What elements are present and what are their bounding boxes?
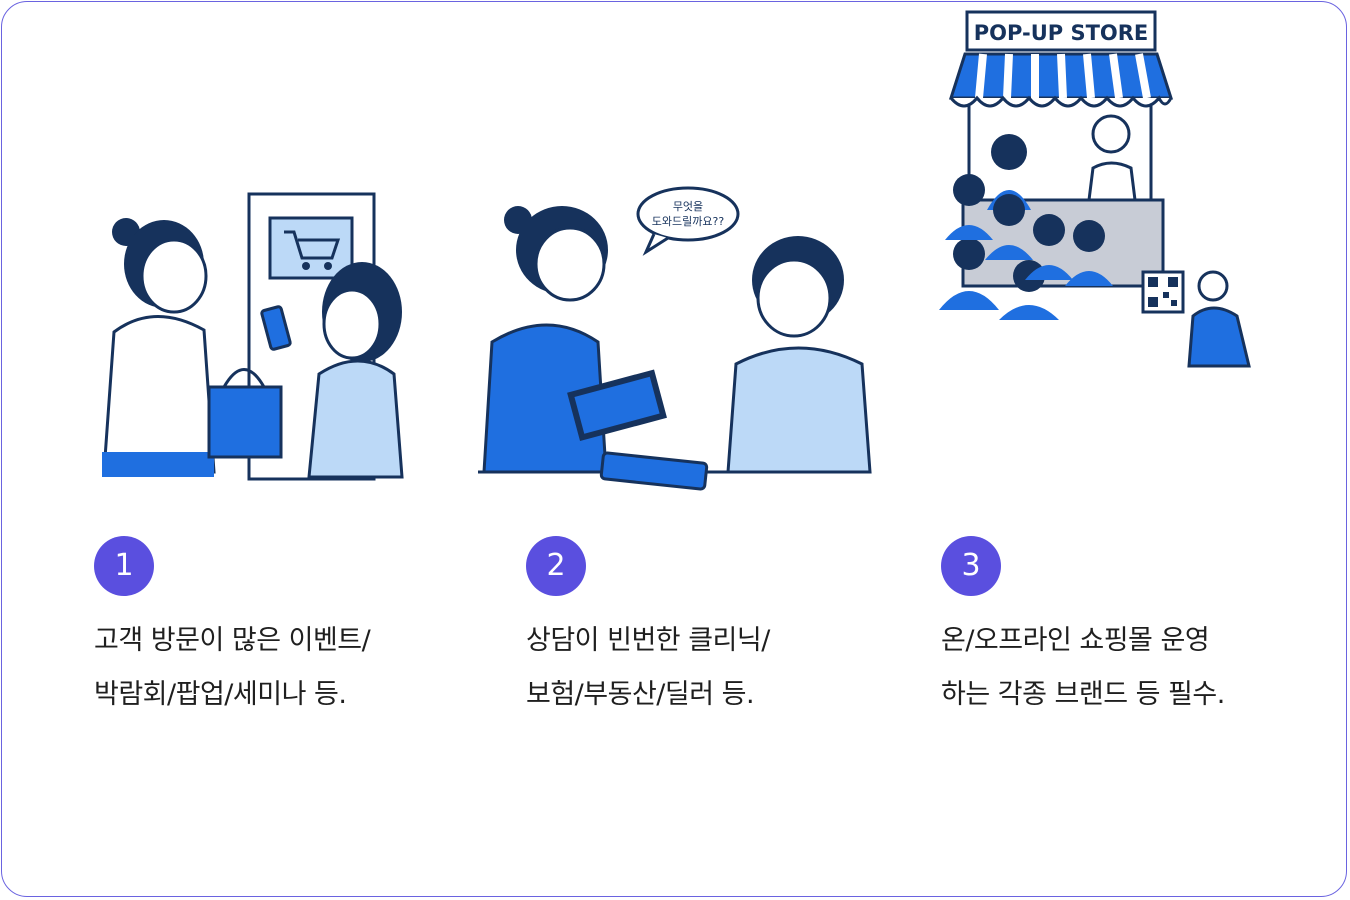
step-description: 온/오프라인 쇼핑몰 운영 하는 각종 브랜드 등 필수.	[941, 614, 1225, 722]
step-description-line: 온/오프라인 쇼핑몰 운영	[941, 625, 1210, 656]
step-description-line: 박람회/팝업/세미나 등.	[94, 679, 347, 710]
speech-bubble-text: 무엇을	[673, 200, 703, 213]
step-description-line: 상담이 빈번한 클리닉/	[526, 625, 770, 656]
step-number-badge: 3	[941, 536, 1001, 596]
use-case-2: 무엇을 도와드릴까요?? 2 상담이 빈번한 클리닉/ 보험/부동산/딜러 등.	[478, 2, 926, 898]
use-case-1: 1 고객 방문이 많은 이벤트/ 박람회/팝업/세미나 등.	[94, 2, 494, 898]
consultation-icon: 무엇을 도와드릴까요??	[478, 186, 872, 491]
popup-store-icon: POP-UP STORE	[939, 10, 1251, 368]
step-number-badge: 2	[526, 536, 586, 596]
step-description: 고객 방문이 많은 이벤트/ 박람회/팝업/세미나 등.	[94, 614, 371, 722]
use-case-3: POP-UP STORE	[939, 2, 1341, 898]
step-description-line: 보험/부동산/딜러 등.	[526, 679, 755, 710]
step-description-line: 하는 각종 브랜드 등 필수.	[941, 679, 1225, 710]
speech-bubble-text: 도와드릴까요??	[652, 215, 725, 228]
step-description: 상담이 빈번한 클리닉/ 보험/부동산/딜러 등.	[526, 614, 770, 722]
store-sign-text: POP-UP STORE	[974, 21, 1149, 45]
step-number-badge: 1	[94, 536, 154, 596]
step-description-line: 고객 방문이 많은 이벤트/	[94, 625, 371, 656]
shopping-event-icon	[102, 192, 404, 481]
